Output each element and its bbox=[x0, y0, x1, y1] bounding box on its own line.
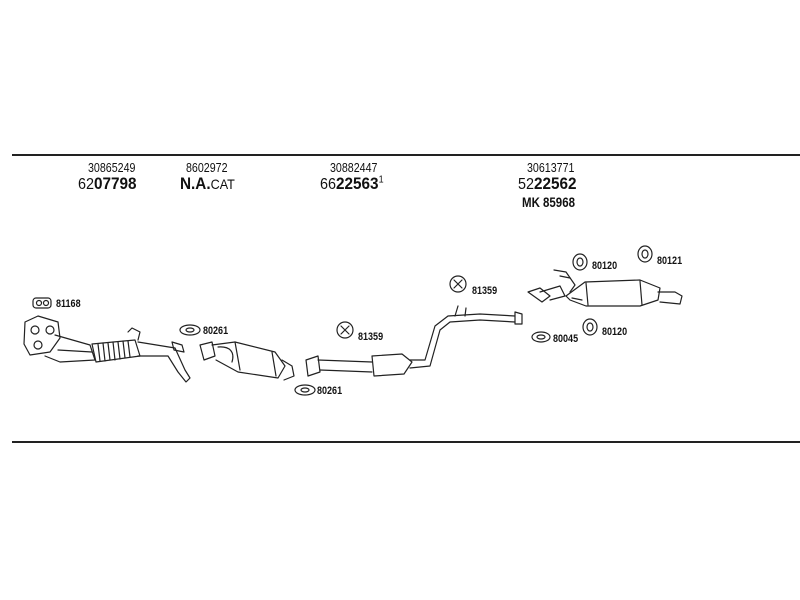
rear-ring-2-icon bbox=[637, 245, 653, 263]
col2-ref: 8602972 bbox=[186, 160, 228, 175]
cat-front-gasket-icon bbox=[179, 324, 201, 336]
mid-gasket-icon bbox=[294, 384, 316, 396]
col3-prefix: 66 bbox=[320, 176, 337, 193]
col3-num: 22563 bbox=[336, 174, 379, 193]
col1-partno: 6207798 bbox=[78, 174, 137, 194]
col3-partno: 66225631 bbox=[320, 174, 384, 194]
label-mount-mid-pipe: 81359 bbox=[472, 285, 498, 297]
label-rear-ring-1: 80120 bbox=[592, 260, 618, 272]
manifold-gasket-icon bbox=[32, 297, 52, 309]
rear-clamp-icon bbox=[531, 331, 551, 343]
flex-bellows bbox=[91, 339, 141, 363]
col4-ref: 30613771 bbox=[527, 160, 575, 175]
col3-ref: 30882447 bbox=[330, 160, 378, 175]
label-gasket-mid: 80261 bbox=[317, 385, 343, 397]
exhaust-manifold bbox=[23, 315, 96, 363]
label-rear-ring-2: 80121 bbox=[657, 255, 683, 267]
col3-sup: 1 bbox=[378, 174, 384, 186]
col4-kit: MK 85968 bbox=[522, 194, 575, 210]
label-gasket-manifold: 81168 bbox=[56, 298, 81, 310]
col2-partno: N.A.CAT bbox=[180, 174, 235, 194]
col4-num: 22562 bbox=[534, 174, 577, 193]
label-mount-front-pipe: 81359 bbox=[358, 331, 384, 343]
top-rule bbox=[12, 154, 800, 156]
col2-suffix: CAT bbox=[210, 176, 235, 192]
catalytic-converter bbox=[199, 341, 295, 381]
intermediate-pipe bbox=[305, 305, 523, 377]
rear-ring-1-icon bbox=[572, 253, 588, 271]
label-rear-ring-3: 80120 bbox=[602, 326, 628, 338]
col1-prefix: 62 bbox=[78, 176, 95, 193]
label-gasket-cat-front: 80261 bbox=[203, 325, 229, 337]
rear-ring-3-icon bbox=[582, 318, 598, 336]
col4-prefix: 52 bbox=[518, 176, 535, 193]
mid-pipe-mount-icon bbox=[449, 275, 467, 293]
col4-partno: 5222562 bbox=[518, 174, 577, 194]
col1-ref: 30865249 bbox=[88, 160, 136, 175]
col1-num: 07798 bbox=[94, 174, 137, 193]
col2-num: N.A. bbox=[180, 174, 211, 193]
front-pipe bbox=[127, 327, 191, 383]
front-pipe-mount-icon bbox=[336, 321, 354, 339]
label-rear-clamp: 80045 bbox=[553, 333, 579, 345]
rear-silencer bbox=[527, 269, 683, 307]
bottom-rule bbox=[12, 441, 800, 443]
